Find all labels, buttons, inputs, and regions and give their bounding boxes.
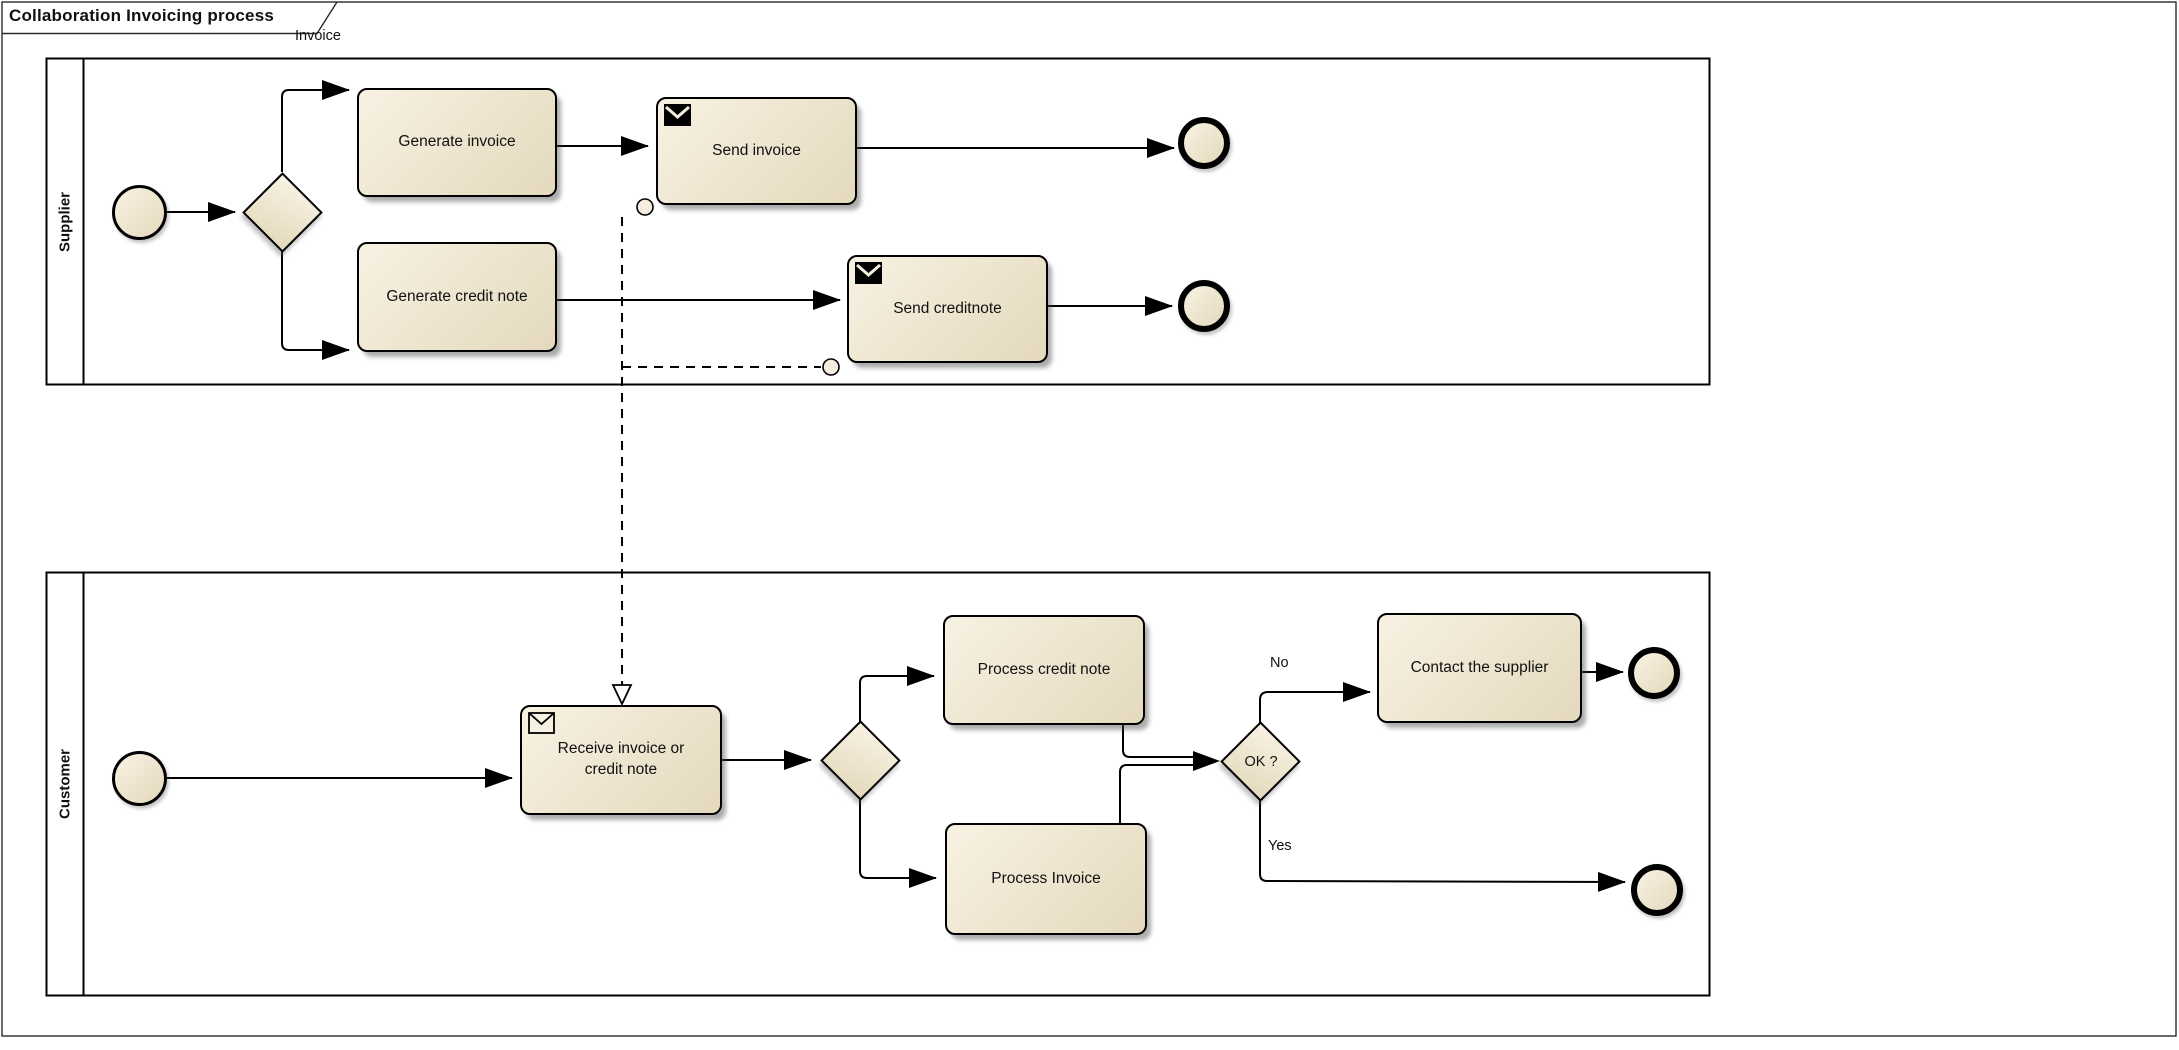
task-send-invoice[interactable]: Send invoice <box>656 97 857 205</box>
end-event-creditnote-sent[interactable] <box>1178 280 1230 332</box>
diagram-title: Collaboration Invoicing process <box>9 6 275 25</box>
message-receive-icon <box>528 712 555 734</box>
task-label: Receive invoice or credit note <box>550 739 693 781</box>
edge-label-yes: Yes <box>1268 838 1292 854</box>
flow-gateway-to-process-invoice[interactable] <box>859 798 937 888</box>
diagram-title-tab <box>2 1 338 35</box>
task-generate-credit-note[interactable]: Generate credit note <box>357 242 557 352</box>
task-label: Send creditnote <box>893 299 1002 317</box>
message-send-icon <box>855 262 882 284</box>
flow-process-invoice-to-ok-gateway[interactable] <box>1119 762 1211 823</box>
supplier-pool[interactable] <box>45 57 1711 386</box>
edge-label-no: No <box>1270 655 1289 671</box>
flow-gateway-to-generate-credit-note[interactable] <box>281 252 350 360</box>
flow-gateway-to-process-credit-note[interactable] <box>859 666 935 722</box>
task-label: Contact the supplier <box>1410 658 1549 676</box>
start-event-customer[interactable] <box>112 751 167 806</box>
ok-gateway-label: OK ? <box>1244 754 1278 770</box>
end-event-invoice-sent[interactable] <box>1178 117 1230 169</box>
end-event-contact-supplier[interactable] <box>1628 647 1680 699</box>
task-label: Generate credit note <box>386 287 528 305</box>
flow-no-to-contact-supplier[interactable] <box>1259 682 1371 723</box>
task-label: Process credit note <box>977 660 1111 678</box>
task-process-invoice[interactable]: Process Invoice <box>945 823 1147 935</box>
ok-gateway-incoming-arrowhead <box>1193 751 1220 771</box>
task-receive-invoice-or-credit-note[interactable]: Receive invoice or credit note <box>520 705 722 815</box>
lane-label-customer: Customer <box>56 748 74 820</box>
task-label-line1: Receive invoice or <box>557 740 685 758</box>
task-label: Generate invoice <box>398 133 516 151</box>
task-label-line2: credit note <box>584 761 658 778</box>
task-label: Send invoice <box>712 141 801 159</box>
frame-label-invoice: Invoice <box>295 28 341 44</box>
task-contact-the-supplier[interactable]: Contact the supplier <box>1377 613 1582 723</box>
message-flow-source-send-creditnote <box>822 358 840 376</box>
message-flow-source-send-invoice <box>636 198 654 216</box>
message-send-icon <box>664 104 691 126</box>
task-label: Process Invoice <box>991 869 1101 887</box>
flow-gateway-to-generate-invoice[interactable] <box>281 80 350 172</box>
task-process-credit-note[interactable]: Process credit note <box>943 615 1145 725</box>
message-flow-open-arrowhead <box>611 684 633 707</box>
start-event-supplier[interactable] <box>112 185 167 240</box>
customer-pool[interactable] <box>45 571 1711 997</box>
lane-label-supplier: Supplier <box>56 191 74 253</box>
flow-yes-to-end[interactable] <box>1259 799 1626 892</box>
task-send-creditnote[interactable]: Send creditnote <box>847 255 1048 363</box>
end-event-invoice-processed[interactable] <box>1631 864 1683 916</box>
task-generate-invoice[interactable]: Generate invoice <box>357 88 557 197</box>
